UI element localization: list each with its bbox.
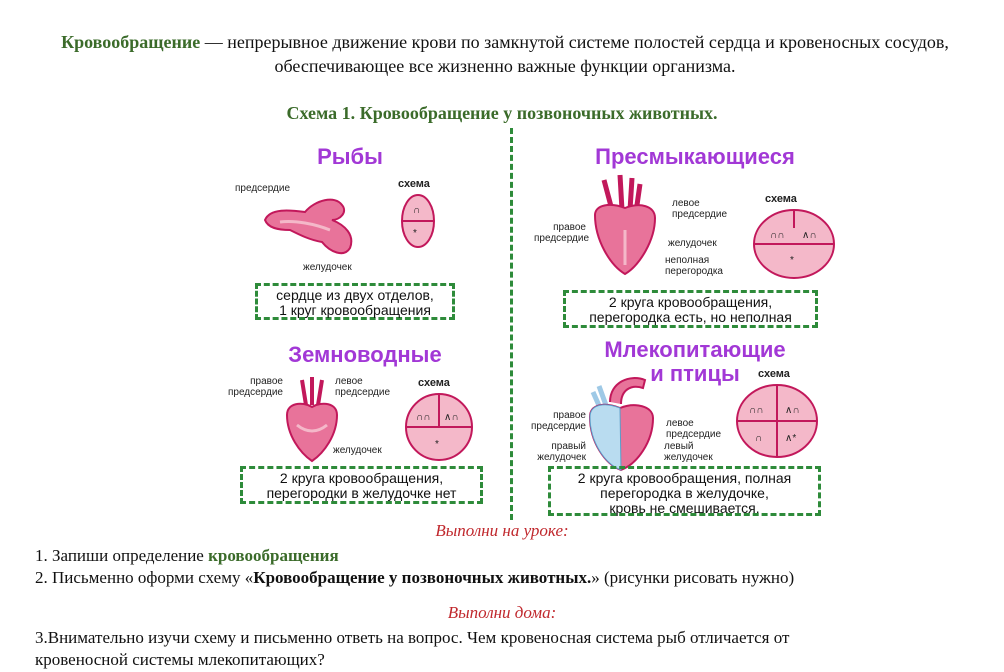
- mammals-heart-illustration: [588, 377, 655, 472]
- home-task-3-line2: кровеносной системы млекопитающих?: [35, 650, 325, 669]
- mammals-label-right-ventricle: правый желудочек: [528, 441, 586, 463]
- amphibians-label-right-atrium: правое предсердие: [225, 376, 283, 398]
- intro-definition: Кровообращение — непрерывное движение кр…: [10, 30, 1000, 78]
- mammals-label-right-atrium: правое предсердие: [528, 410, 586, 432]
- reptiles-note-line1: 2 круга кровообращения,: [608, 294, 773, 310]
- mammals-label-6: левый: [664, 441, 694, 452]
- amphibians-label-4: желудочек: [333, 445, 382, 456]
- mammals-schema-diagram: ∩∩ ∧∩ ∩ ∧*: [736, 384, 818, 458]
- fish-schema-diagram: ∩ *: [401, 194, 435, 248]
- amphibians-note-line1: 2 круга кровообращения,: [279, 470, 444, 486]
- reptiles-label-3: предсердие: [672, 209, 728, 220]
- reptiles-label-1: предсердие: [534, 233, 590, 244]
- svg-text:∩∩: ∩∩: [770, 230, 784, 241]
- amphibians-label-0: правое: [250, 376, 283, 387]
- reptiles-label-septum: неполная перегородка: [665, 255, 723, 277]
- svg-text:∩: ∩: [413, 205, 420, 216]
- mammals-note-line1: 2 круга кровообращения, полная: [577, 470, 792, 486]
- home-task-3: 3.Внимательно изучи схему и письменно от…: [35, 627, 789, 671]
- amphibians-label-1: предсердие: [227, 387, 283, 398]
- mammals-label-3: желудочек: [537, 452, 586, 463]
- reptiles-schema-label: схема: [765, 193, 797, 205]
- fish-label-ventricle: желудочек: [303, 262, 352, 273]
- reptiles-heart-illustration: [593, 174, 657, 276]
- amphibians-title: Земноводные: [288, 342, 442, 367]
- home-task-3-line1: 3.Внимательно изучи схему и письменно от…: [35, 628, 790, 647]
- amphibians-label-left-atrium: левое предсердие: [335, 376, 390, 398]
- svg-text:∩∩: ∩∩: [416, 412, 430, 423]
- vertical-divider: [510, 128, 513, 520]
- reptiles-label-right-atrium: правое предсердие: [534, 222, 590, 244]
- reptiles-label-5: неполная: [665, 255, 710, 266]
- fish-note-line1: сердце из двух отделов,: [276, 287, 434, 303]
- svg-text:∩∩: ∩∩: [749, 405, 763, 416]
- amphibians-label-3: предсердие: [335, 387, 391, 398]
- intro-definition-line2: обеспечивающее все жизненно важные функц…: [274, 56, 736, 76]
- lesson-task-2-post: » (рисунки рисовать нужно): [591, 568, 795, 587]
- svg-text:∧∩: ∧∩: [785, 405, 800, 416]
- amphibians-note: 2 круга кровообращения, перегородки в же…: [240, 466, 483, 504]
- reptiles-label-0: правое: [553, 222, 586, 233]
- mammals-title: Млекопитающие и птицы: [585, 338, 805, 386]
- mammals-label-left-ventricle: левый желудочек: [664, 441, 713, 463]
- svg-text:∧∩: ∧∩: [444, 412, 459, 423]
- svg-text:*: *: [413, 228, 417, 239]
- home-heading: Выполни дома:: [447, 603, 557, 622]
- svg-text:*: *: [435, 439, 439, 450]
- reptiles-note: 2 круга кровообращения, перегородка есть…: [563, 290, 818, 328]
- lesson-task-2-pre: 2. Письменно оформи схему «: [35, 568, 254, 587]
- reptiles-note-line2: перегородка есть, но неполная: [589, 309, 792, 325]
- mammals-label-7: желудочек: [664, 452, 713, 463]
- lesson-task-2: 2. Письменно оформи схему «Кровообращени…: [35, 567, 794, 589]
- amphibians-heart-illustration: [285, 377, 339, 463]
- fish-title: Рыбы: [317, 144, 383, 169]
- mammals-label-5: предсердие: [666, 429, 722, 440]
- fish-heart-illustration: [263, 198, 353, 255]
- fish-label-atrium: предсердие: [235, 183, 291, 194]
- reptiles-label-left-atrium: левое предсердие: [672, 198, 727, 220]
- lesson-task-2-bold: Кровообращение у позвоночных животных.: [253, 568, 592, 587]
- amphibians-schema-diagram: ∩∩ ∧∩ *: [405, 393, 473, 461]
- reptiles-label-6: перегородка: [665, 266, 723, 277]
- mammals-title-line1: Млекопитающие: [604, 337, 786, 362]
- mammals-label-1: предсердие: [530, 421, 586, 432]
- intro-term: Кровообращение: [61, 32, 201, 52]
- lesson-task-1-term: кровообращения: [208, 546, 339, 565]
- mammals-label-0: правое: [553, 410, 586, 421]
- reptiles-label-2: левое: [672, 198, 700, 209]
- fish-note-line2: 1 круг кровообращения: [279, 302, 431, 318]
- fish-schema-label: схема: [398, 178, 430, 190]
- amphibians-note-line2: перегородки в желудочке нет: [266, 485, 457, 501]
- fish-note: сердце из двух отделов, 1 круг кровообра…: [255, 283, 455, 320]
- intro-definition-text: — непрерывное движение крови по замкнуто…: [200, 32, 949, 52]
- svg-text:∧∩: ∧∩: [802, 230, 817, 241]
- mammals-schema-label: схема: [758, 368, 790, 380]
- svg-text:∩: ∩: [755, 433, 762, 444]
- amphibians-label-2: левое: [335, 376, 363, 387]
- mammals-label-4: левое: [666, 418, 694, 429]
- lesson-task-1-text: 1. Запиши определение: [35, 546, 209, 565]
- svg-text:∧*: ∧*: [785, 433, 796, 444]
- mammals-note-line2: перегородка в желудочке,: [600, 485, 769, 501]
- mammals-label-2: правый: [551, 441, 586, 452]
- reptiles-schema-diagram: ∩∩ ∧∩ *: [753, 209, 835, 279]
- lesson-task-1: 1. Запиши определение кровообращения: [35, 545, 339, 567]
- mammals-label-left-atrium: левое предсердие: [666, 418, 721, 440]
- mammals-title-line2: и птицы: [650, 361, 740, 386]
- svg-text:*: *: [790, 255, 794, 266]
- mammals-note-line3: кровь не смешивается.: [609, 500, 760, 516]
- lesson-heading: Выполни на уроке:: [435, 521, 569, 540]
- mammals-note: 2 круга кровообращения, полная перегород…: [548, 466, 821, 516]
- reptiles-label-4: желудочек: [668, 238, 717, 249]
- reptiles-title: Пресмыкающиеся: [595, 144, 795, 169]
- scheme-title: Схема 1. Кровообращение у позвоночных жи…: [286, 103, 718, 123]
- amphibians-schema-label: схема: [418, 377, 450, 389]
